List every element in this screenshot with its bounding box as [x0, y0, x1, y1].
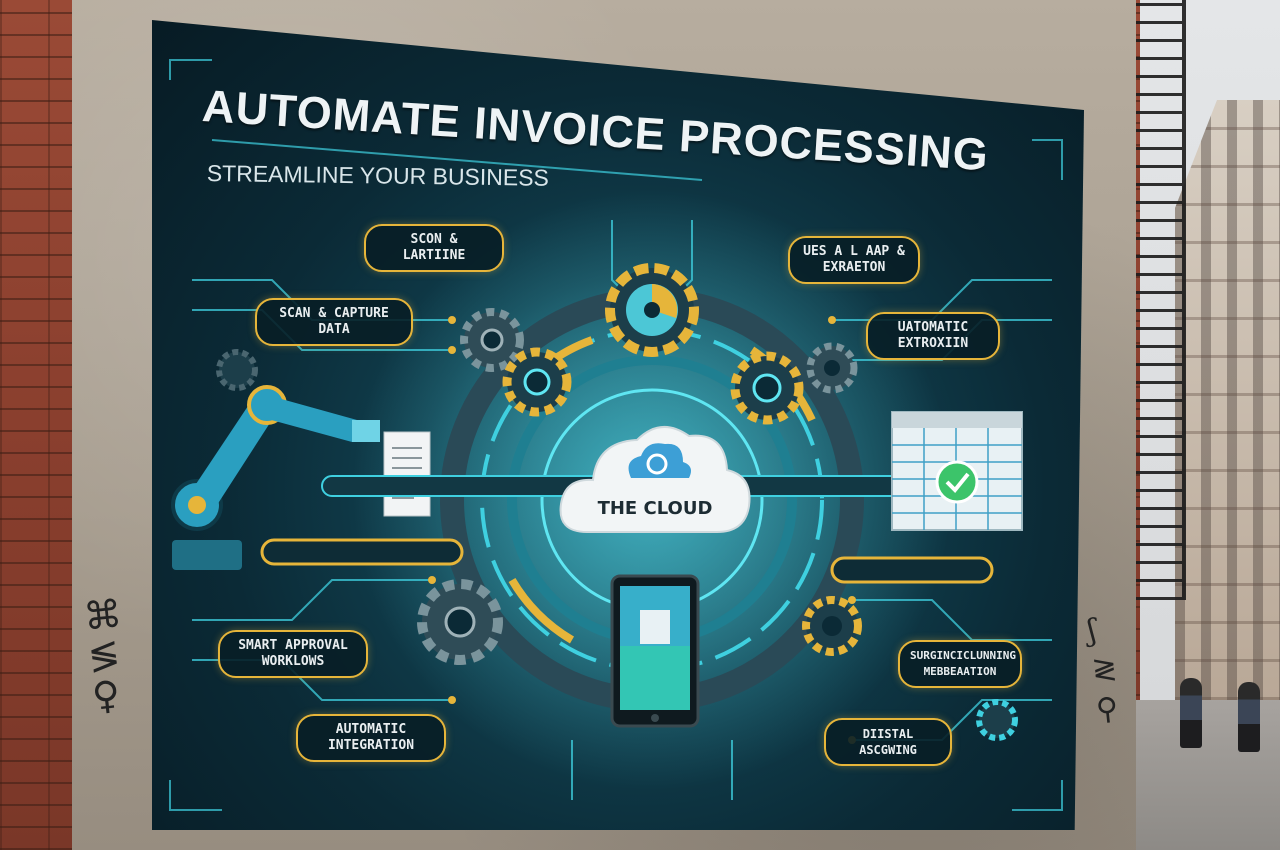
gear-icon: [730, 351, 804, 425]
cloud-icon: THE CLOUD: [557, 412, 753, 538]
cloud-label: THE CLOUD: [597, 498, 713, 519]
gear-icon: [605, 263, 699, 357]
gear-icon: [976, 699, 1018, 741]
distant-building: [1175, 100, 1280, 700]
gear-icon: [460, 308, 524, 372]
callout-label: AUTOMATIC INTEGRATION: [296, 714, 446, 762]
robot-arm-icon: [171, 385, 380, 570]
gear-icon: [806, 342, 858, 394]
tablet-icon: [610, 574, 700, 728]
callout-label: DIISTAL ASCGWING: [824, 718, 952, 766]
circuit-artwork: [169, 59, 1063, 811]
frame-lines: [169, 59, 1063, 811]
billboard: AUTOMATE INVOICE PROCESSING STREAMLINE Y…: [152, 20, 1084, 830]
document-icon: [383, 431, 431, 517]
gear-icon: [502, 347, 572, 417]
gear-icon: [417, 579, 503, 665]
callout-label: UES A L AAP & EXRAETON: [788, 236, 920, 284]
callout-label: SMART APPROVAL WORKLOWS: [218, 630, 368, 678]
gear-icon: [216, 349, 258, 391]
callout-label: SCAN & CAPTURE DATA: [255, 298, 413, 346]
spreadsheet-check-icon: [891, 411, 1023, 531]
callout-label: SCON & LARTIINE: [364, 224, 504, 272]
callout-label: UATOMATIC EXTROXIIN: [866, 312, 1000, 360]
gear-icon: [802, 596, 862, 656]
pedestrian: [1238, 682, 1260, 752]
pedestrian: [1180, 678, 1202, 748]
fire-escape: [1128, 0, 1186, 600]
callout-label: SURGINCICLUNNING MEBBEAATION: [898, 640, 1022, 688]
